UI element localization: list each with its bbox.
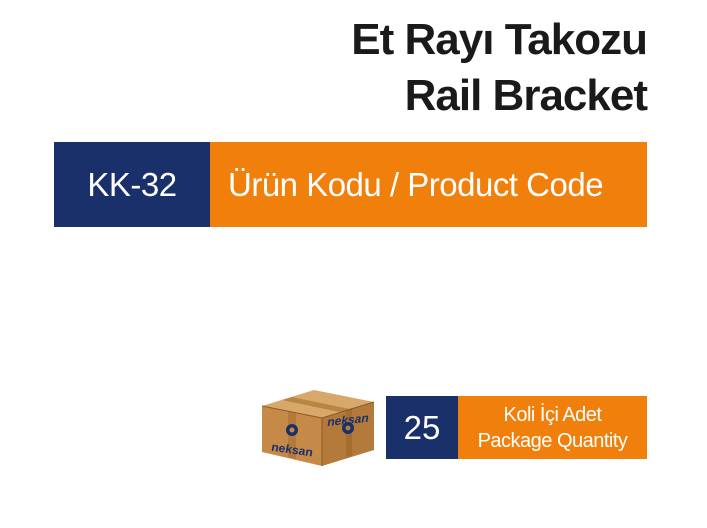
product-code-value: KK-32 [54,142,210,227]
package-label-tr: Koli İçi Adet [503,403,602,426]
package-quantity-bar: 25 Koli İçi Adet Package Quantity [386,396,647,459]
box-brand-right: neksan [327,411,368,429]
cardboard-box-icon: neksan neksan [252,388,384,468]
product-code-label: Ürün Kodu / Product Code [210,142,647,227]
product-title-en: Rail Bracket [404,71,648,120]
package-quantity-value: 25 [386,396,458,459]
product-title-tr: Et Rayı Takozu [351,15,648,64]
package-label-en: Package Quantity [477,429,628,452]
package-quantity-label: Koli İçi Adet Package Quantity [458,396,647,459]
box-brand-left: neksan [271,440,312,460]
product-code-bar: KK-32 Ürün Kodu / Product Code [54,142,647,227]
